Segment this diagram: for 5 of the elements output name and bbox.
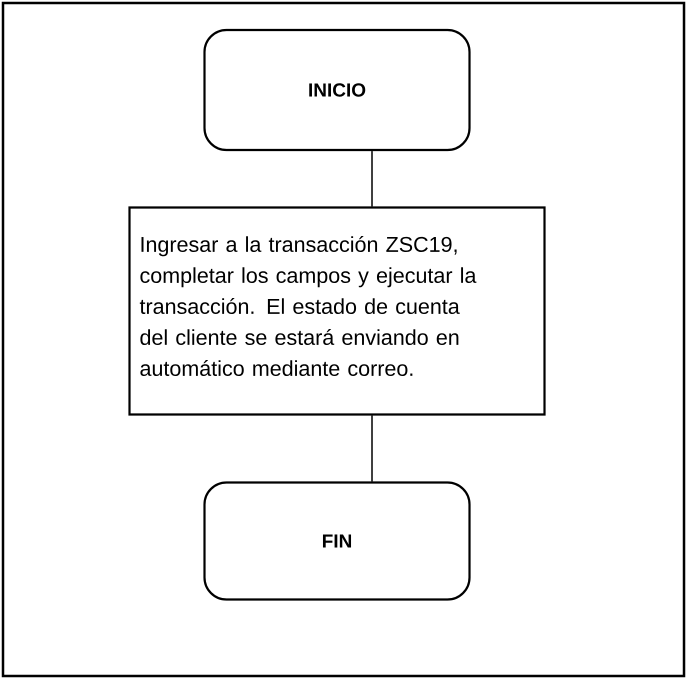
- connector-line: [371, 151, 373, 206]
- terminal-box: INICIO: [203, 28, 471, 152]
- connector-line: [371, 416, 373, 482]
- process-box: Ingresar a la transacción ZSC19, completar los campos y ejecutar la transacción. El estado de cuenta del cliente se estará enviando en automático mediante correo.: [128, 206, 546, 416]
- terminal-box: FIN: [203, 481, 471, 601]
